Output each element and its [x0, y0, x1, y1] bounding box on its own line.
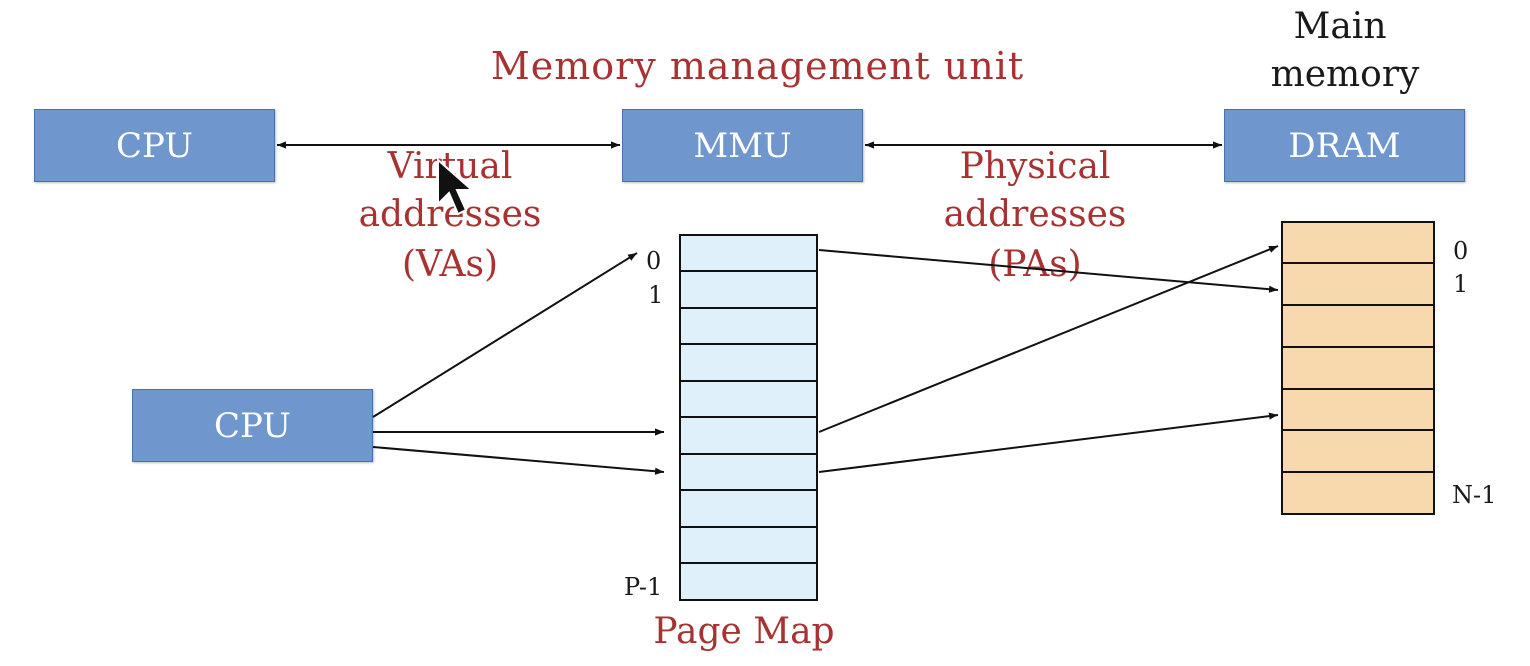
pagemap-index-0: 0 — [646, 247, 662, 275]
mmu-box: MMU — [622, 109, 863, 182]
main-memory-title-line2: memory — [1270, 54, 1420, 95]
mmu-box-label: MMU — [693, 125, 792, 166]
physical-label-line2: addresses — [943, 194, 1127, 235]
dram-box-label: DRAM — [1288, 125, 1401, 166]
pagemap-index-last: P-1 — [624, 573, 663, 601]
memory-index-1: 1 — [1453, 270, 1469, 298]
main-memory-table — [1281, 221, 1435, 515]
cpu-box-bottom: CPU — [132, 389, 373, 462]
pagemap-index-1: 1 — [648, 281, 664, 309]
pagemap-to-memory-arrow-1 — [818, 249, 1279, 293]
page-map-table — [679, 234, 818, 601]
pagemap-to-memory-arrow-2 — [818, 245, 1279, 433]
memory-index-last: N-1 — [1452, 481, 1497, 509]
physical-label-line3: (PAs) — [988, 244, 1082, 285]
cpu-to-pagemap-arrow-3 — [372, 446, 665, 475]
virtual-label-line2: addresses — [358, 194, 542, 235]
virtual-label-line3: (VAs) — [401, 244, 499, 285]
pagemap-to-memory-arrow-3 — [818, 412, 1279, 473]
mmu-title: Memory management unit — [490, 44, 1025, 88]
cpu-box-bottom-label: CPU — [214, 405, 291, 446]
cpu-box-top-label: CPU — [116, 125, 193, 166]
cpu-to-pagemap-arrow-1 — [372, 252, 638, 418]
cpu-box-top: CPU — [34, 109, 275, 182]
mouse-cursor-icon — [437, 158, 475, 216]
dram-box: DRAM — [1224, 109, 1465, 182]
physical-label-line1: Physical — [959, 146, 1111, 187]
memory-index-0: 0 — [1453, 237, 1469, 265]
main-memory-title-line1: Main — [1293, 6, 1387, 47]
page-map-label: Page Map — [653, 611, 835, 652]
